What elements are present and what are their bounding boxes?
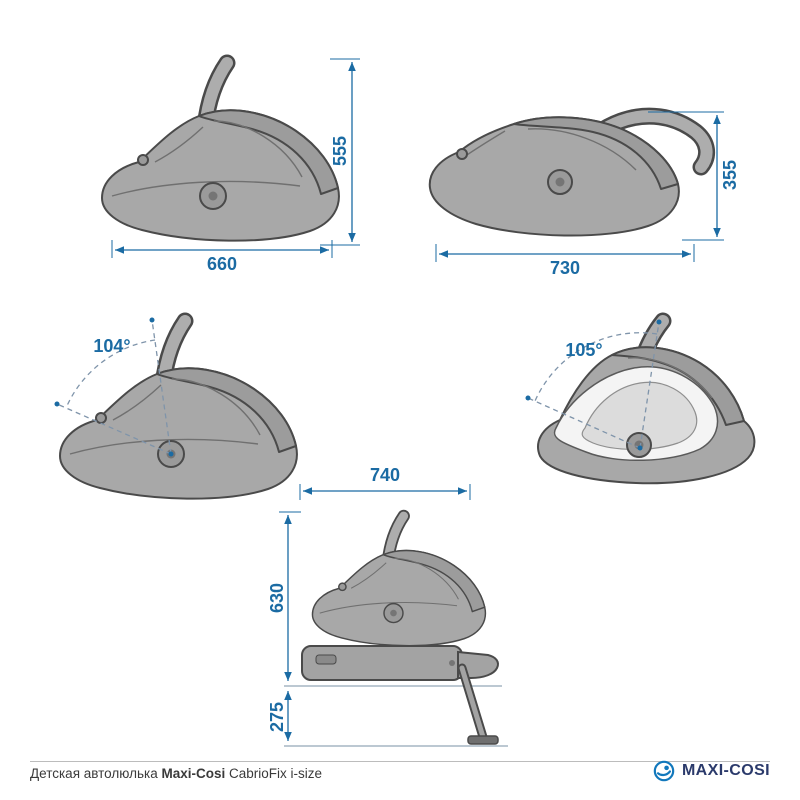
caption-brand: Maxi-Cosi — [161, 766, 226, 781]
product-caption: Детская автолюлька Maxi-Cosi CabrioFix i… — [30, 766, 322, 781]
maxi-cosi-wordmark: MAXI-COSI — [681, 762, 770, 779]
isofix-base — [301, 645, 499, 745]
support-leg-foot — [467, 735, 499, 745]
dim-label-275: 275 — [267, 702, 287, 732]
dim-label-730: 730 — [550, 258, 580, 278]
angle-annotation-104: 104° — [54, 317, 174, 457]
angle-label-105: 105° — [565, 340, 602, 360]
footer-divider — [30, 761, 770, 762]
dim-width-730: 730 — [435, 244, 695, 278]
seat-cushion — [581, 381, 698, 450]
angle-annotation-105: 105° — [525, 319, 662, 451]
canopy — [513, 116, 679, 190]
dim-height-555: 555 — [320, 58, 360, 246]
isofix-indicator — [315, 654, 337, 665]
dim-width-660: 660 — [111, 240, 333, 274]
dim-label-660: 660 — [207, 254, 237, 274]
dim-label-740: 740 — [370, 465, 400, 485]
seat-side-view-handle-up — [102, 63, 339, 241]
dim-height-355: 355 — [648, 111, 740, 241]
angle-label-104: 104° — [93, 336, 130, 356]
seat-view-handle-angle-rear — [537, 312, 756, 485]
seat-on-isofix-base — [312, 516, 485, 646]
dim-label-355: 355 — [720, 160, 740, 190]
release-button — [449, 660, 455, 666]
maxi-cosi-logo: MAXI-COSI — [653, 760, 770, 782]
dim-height-275: 275 — [267, 691, 292, 741]
handle-lock-knob — [456, 148, 468, 160]
maxi-cosi-logo-icon — [653, 760, 675, 782]
dim-label-555: 555 — [330, 136, 350, 166]
dim-height-630: 630 — [267, 511, 301, 681]
dim-width-740: 740 — [299, 465, 471, 500]
caption-model: CabrioFix i-size — [229, 766, 323, 781]
dim-label-630: 630 — [267, 583, 287, 613]
caption-prefix: Детская автолюлька — [30, 766, 158, 781]
seat-side-view-handle-rear — [428, 107, 716, 237]
